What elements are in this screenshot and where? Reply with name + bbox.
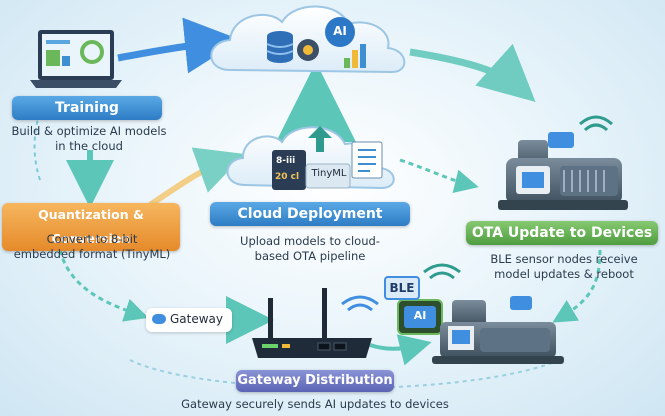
gateway-distribution-description: Gateway securely sends AI updates to dev… — [181, 397, 449, 411]
arrow-ota-down — [552, 249, 602, 323]
cloud-ai-icon — [210, 5, 406, 74]
dashed-bottom-loop — [129, 359, 561, 390]
ble-chip-icon — [397, 263, 461, 335]
cloud-deployment-label: Cloud Deployment — [210, 202, 410, 226]
arrow-quant-to-gateway — [58, 249, 149, 322]
quantization-label: Quantization & Conversion — [2, 203, 180, 251]
cloud-deployment-description: Upload models to cloud- based OTA pipeli… — [214, 234, 406, 264]
gateway-distribution-label: Gateway Distribution — [236, 370, 394, 392]
document-icon — [351, 141, 383, 179]
arrow-cloud-to-ota — [409, 43, 536, 103]
laptop-icon — [30, 30, 122, 88]
machine-icon — [498, 140, 628, 210]
wifi-icon — [548, 115, 613, 148]
cloud-small-icon — [152, 314, 166, 324]
tinyml-text: TinyML — [311, 168, 347, 179]
arrow-quant-to-cloud2 — [148, 147, 245, 208]
ai-badge: AI — [333, 24, 347, 38]
gateway-chip: Gateway — [146, 308, 232, 332]
cloud-tinyml-icon — [226, 126, 395, 190]
router-wifi-icon — [341, 295, 379, 312]
cloud-deployment-desc-line-2: based OTA pipeline — [254, 249, 366, 263]
database-icon — [266, 31, 294, 63]
training-label: Training — [12, 96, 162, 120]
gear-icon — [297, 39, 319, 61]
training-desc-line-1: Build & optimize AI models — [11, 124, 167, 138]
gateway-chip-label: Gateway — [170, 312, 224, 326]
training-description: Build & optimize AI models in the cloud — [4, 124, 174, 154]
bit8-text: 8-iii — [276, 156, 296, 166]
chip-ai-text: AI — [413, 309, 427, 322]
arrow-cloud2-to-ota — [399, 158, 479, 193]
training-desc-line-2: in the cloud — [55, 139, 123, 153]
quantization-desc-line-1: Convert to 8-bit — [46, 232, 138, 246]
arrow-router-to-node — [369, 334, 432, 366]
twenty-text: 20 cl — [275, 172, 300, 182]
arrow-laptop-to-cloud — [117, 17, 241, 74]
ota-desc-line-1: BLE sensor nodes receive — [490, 252, 638, 266]
quantization-description: Convert to 8-bit embedded format (TinyML… — [4, 232, 180, 262]
ota-description: BLE sensor nodes receive model updates &… — [476, 252, 652, 282]
router-icon — [252, 288, 372, 358]
ble-badge: BLE — [384, 276, 420, 300]
quantization-desc-line-2: embedded format (TinyML) — [13, 247, 171, 261]
ota-desc-line-2: model updates & reboot — [494, 267, 634, 281]
cloud-deployment-desc-line-1: Upload models to cloud- — [240, 234, 380, 248]
sensor-node-machine-icon — [432, 296, 564, 364]
upload-arrow-icon — [308, 126, 332, 152]
ota-label: OTA Update to Devices — [466, 221, 658, 245]
